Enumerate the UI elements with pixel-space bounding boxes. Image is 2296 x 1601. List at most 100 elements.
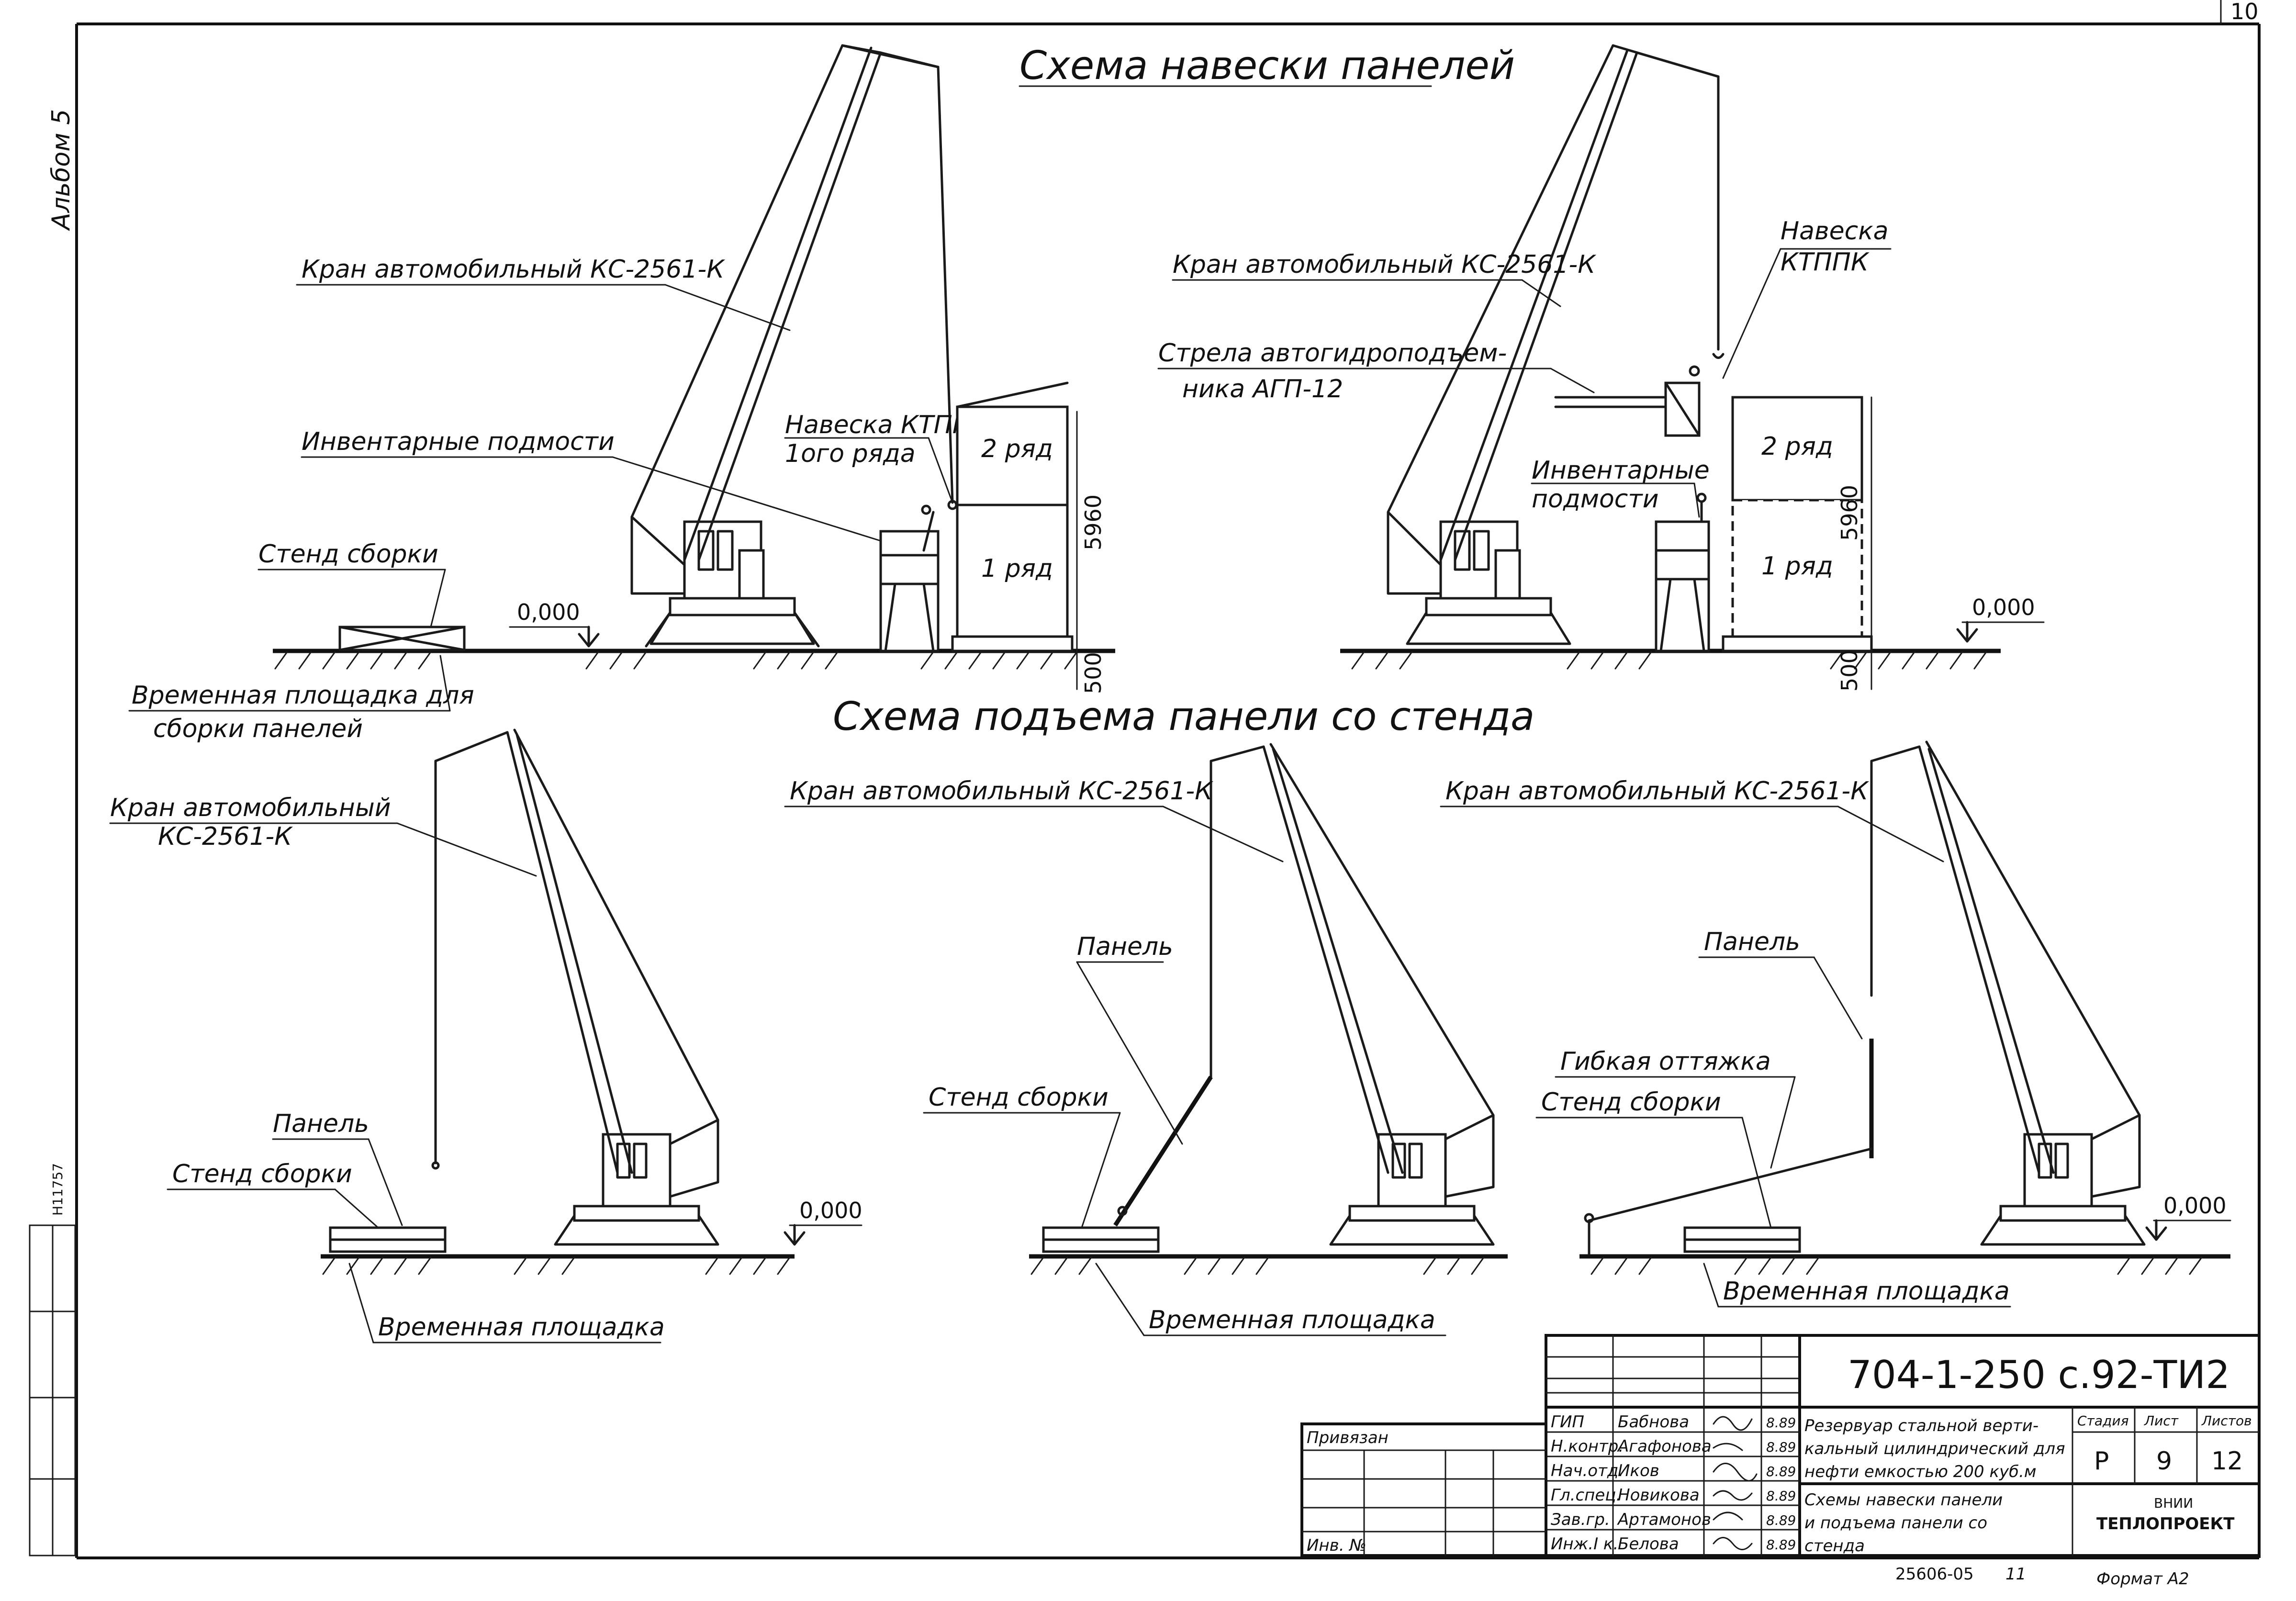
- label-stand-a: Стенд сборки: [172, 1160, 352, 1188]
- ground-bottom: [321, 1254, 2230, 1275]
- crane-bottom-b: [1113, 743, 1495, 1246]
- date-3: 8.89: [1766, 1488, 1796, 1504]
- album-label: Альбом 5: [47, 109, 76, 231]
- label-agp-2: ника АГП-12: [1182, 375, 1343, 403]
- label-scaffold-right-1: Инвентарные: [1532, 456, 1710, 485]
- left-margin: Альбом 5 Н11757: [29, 109, 76, 1556]
- dim-base-left: 500: [1080, 652, 1106, 694]
- dim-height-right: 5960: [1837, 485, 1862, 541]
- label-temp-platform-l2: сборки панелей: [153, 715, 363, 743]
- name-1: Агафонова: [1617, 1437, 1712, 1456]
- doc-code: 704-1-250 с.92-ТИ2: [1848, 1353, 2230, 1397]
- label-ktppk-1: Навеска: [1781, 217, 1888, 246]
- sheet-title-line3: стенда: [1804, 1536, 1865, 1556]
- order-number: 25606-05: [1895, 1565, 1974, 1584]
- label-crane-b: Кран автомобильный КС-2561-К: [790, 777, 1213, 806]
- name-0: Бабнова: [1618, 1412, 1689, 1432]
- name-2: Иков: [1618, 1461, 1659, 1480]
- sheet-value: 9: [2156, 1447, 2172, 1476]
- label-scaffold-top-left: Инвентарные подмости: [302, 427, 615, 456]
- label-row2-right: 2 ряд: [1761, 432, 1833, 461]
- date-5: 8.89: [1766, 1537, 1796, 1553]
- label-panel-a: Панель: [273, 1109, 369, 1138]
- label-ktpp-left-1: Навеска КТПП: [785, 411, 971, 439]
- label-crane-top-left: Кран автомобильный КС-2561-К: [302, 255, 725, 284]
- org-line1: ВНИИ: [2154, 1495, 2193, 1511]
- sheet-frame: 10: [75, 0, 2261, 1559]
- crane-bottom-a: [431, 728, 719, 1246]
- scheme1-title: Схема навески панелей: [1019, 43, 1515, 89]
- label-stand-c: Стенд сборки: [1541, 1088, 1721, 1117]
- date-0: 8.89: [1766, 1415, 1796, 1431]
- label-crane-a-2: КС-2561-К: [158, 822, 293, 851]
- label-zero-c: 0,000: [2163, 1193, 2227, 1219]
- zero-level-top-left: 0,000: [509, 599, 600, 648]
- label-scaffold-right-2: подмости: [1532, 485, 1658, 514]
- label-panel-b: Панель: [1077, 932, 1173, 961]
- sheet-title-line1: Схемы навески панели: [1804, 1490, 2003, 1510]
- temp-platform-top: Временная площадка для сборки панелей: [128, 655, 474, 743]
- project-line2: кальный цилиндрический для: [1804, 1439, 2065, 1458]
- label-flex-brace: Гибкая оттяжка: [1560, 1047, 1771, 1076]
- label-agp-1: Стрела автогидроподъем-: [1158, 339, 1507, 368]
- role-1: Н.контр.: [1551, 1437, 1624, 1456]
- sheet-title-line2: и подъема панели со: [1804, 1513, 1987, 1533]
- inventory-number: Н11757: [50, 1163, 66, 1216]
- col-sheet: Лист: [2144, 1413, 2179, 1429]
- copy-number: 11: [2005, 1565, 2026, 1584]
- label-crane-c: Кран автомобильный КС-2561-К: [1445, 777, 1869, 806]
- ground-top-left: [273, 649, 1115, 670]
- name-4: Артамонов: [1617, 1510, 1711, 1529]
- role-2: Нач.отд.: [1551, 1461, 1624, 1480]
- panels-top-right: 2 ряд 1 ряд 5960 500: [1722, 396, 1873, 692]
- label-panel-c: Панель: [1704, 928, 1800, 956]
- scheme2-title: Схема подъема панели со стенда: [833, 694, 1534, 739]
- col-sheets: Листов: [2201, 1413, 2252, 1429]
- inv-no-label: Инв. №: [1307, 1536, 1366, 1555]
- label-stand-b: Стенд сборки: [929, 1083, 1109, 1112]
- project-line1: Резервуар стальной верти-: [1804, 1416, 2038, 1435]
- crane-top-left: [630, 44, 958, 648]
- name-5: Белова: [1618, 1534, 1679, 1554]
- col-stage: Стадия: [2077, 1413, 2128, 1429]
- scaffold-top-left: [879, 504, 940, 652]
- assembly-stand-top: Стенд сборки: [258, 540, 466, 651]
- stage-value: Р: [2094, 1447, 2109, 1476]
- stand-b: [1042, 1226, 1160, 1253]
- project-line3: нефти емкостью 200 куб.м: [1804, 1462, 2037, 1481]
- label-zero-a: 0,000: [799, 1198, 862, 1223]
- label-ktppk-2: КТППК: [1781, 248, 1870, 277]
- scaffold-top-right: [1655, 493, 1710, 652]
- panels-top-left: 2 ряд 1 ряд 5960 500: [951, 381, 1106, 694]
- label-platform-b: Временная площадка: [1149, 1306, 1435, 1334]
- label-zero-top-right: 0,000: [1972, 594, 2035, 620]
- page-corner-number: 10: [2230, 0, 2259, 24]
- label-zero-top-left: 0,000: [517, 599, 580, 625]
- label-ktpp-left-2: 1ого ряда: [785, 439, 916, 468]
- name-3: Новикова: [1618, 1486, 1700, 1505]
- sheets-value: 12: [2211, 1447, 2243, 1476]
- role-4: Зав.гр.: [1551, 1510, 1610, 1529]
- date-1: 8.89: [1766, 1439, 1796, 1455]
- attached-label: Привязан: [1307, 1428, 1389, 1447]
- stand-a: [329, 1226, 447, 1253]
- crane-top-right: [1387, 44, 1725, 645]
- date-4: 8.89: [1766, 1512, 1796, 1528]
- label-temp-platform-l1: Временная площадка для: [132, 681, 474, 710]
- org-line2: ТЕПЛОПРОЕКТ: [2096, 1514, 2235, 1534]
- label-platform-c: Временная площадка: [1723, 1277, 2010, 1306]
- role-0: ГИП: [1551, 1412, 1584, 1432]
- label-platform-a: Временная площадка: [378, 1313, 665, 1342]
- dim-base-right: 500: [1837, 649, 1862, 692]
- label-crane-a-1: Кран автомобильный: [110, 794, 391, 822]
- label-crane-top-right: Кран автомобильный КС-2561-К: [1173, 250, 1596, 279]
- label-row1-left: 1 ряд: [981, 554, 1053, 583]
- dim-height-left: 5960: [1080, 494, 1106, 550]
- label-row1-right: 1 ряд: [1761, 552, 1833, 581]
- format-label: Формат А2: [2096, 1569, 2189, 1589]
- role-5: Инж.I к.: [1551, 1534, 1618, 1554]
- ground-top-right: [1340, 649, 2001, 670]
- role-3: Гл.спец.: [1551, 1486, 1621, 1505]
- zero-level-top-right: 0,000: [1956, 594, 2045, 643]
